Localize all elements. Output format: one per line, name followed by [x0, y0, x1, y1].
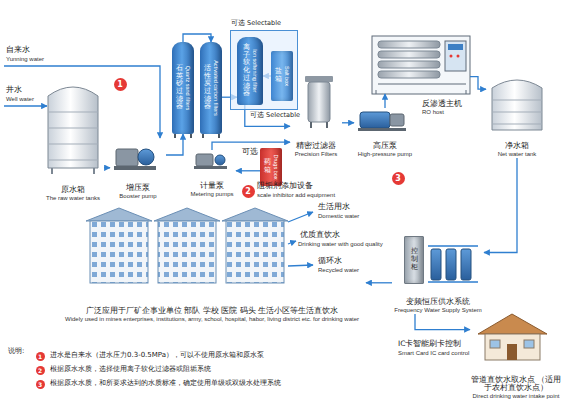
text-label: 自来水: [6, 46, 30, 54]
metering-pump: 计量泵Metering pumps: [188, 150, 236, 198]
ion-softening-filter: 离子软化过滤器Ion softening filter: [237, 37, 263, 105]
frequency-supply-system: 变频恒压供水系统Frequency Water Supply System 控制柜: [392, 232, 484, 314]
node-label: The raw water tanks: [46, 195, 100, 202]
booster-pump: 增压泵Booster pump: [110, 140, 166, 200]
node-label: RO host: [422, 109, 462, 116]
ro-host: 反渗透主机RO host: [372, 36, 470, 94]
text-label: 生活用水: [318, 203, 350, 211]
pipe-connector: [236, 170, 260, 171]
callout-number: 2: [242, 185, 255, 198]
node-label: 计量泵: [200, 182, 224, 191]
node-label: 高压泵: [373, 142, 397, 151]
node-label: Net water tank: [498, 151, 537, 158]
text-label: 可选: [242, 148, 258, 156]
text-label: IC卡智能刷卡控制: [398, 340, 461, 348]
node-label: High-pressure pump: [358, 151, 412, 158]
node-label: 石英砂过滤器: [176, 65, 183, 111]
text-label: 说明:: [8, 348, 24, 356]
callout-number: 1: [36, 352, 45, 361]
node-label: 净水箱: [505, 142, 529, 151]
high-pressure-pump: 高压泵High-pressure pump: [354, 108, 416, 158]
activated-carbon-filter: 活性炭过滤器Activated carbon filters: [200, 42, 222, 134]
salt-box: 盐箱Salt box: [271, 51, 293, 101]
node-label: 管道直饮水取水点 （适用于农村直饮水点）: [470, 376, 562, 393]
rotated-text-holder: Activated carbon filters: [212, 42, 219, 134]
raw-water-tank: 原水箱The raw water tanks: [42, 80, 104, 202]
pipe-connector: [104, 167, 110, 168]
vertical-text-group: 控制柜: [405, 237, 423, 283]
rotated-text-holder: Quartz sand filters: [184, 42, 191, 134]
text-label: Domestic water: [318, 213, 359, 220]
node-label: 原水箱: [61, 186, 85, 195]
node-label: 药箱: [264, 159, 271, 174]
vertical-text-group: 石英砂过滤器Quartz sand filters: [172, 42, 194, 134]
text-label: 阻垢剂添加设备: [257, 182, 313, 190]
text-label: 井水: [6, 86, 22, 94]
node-label: 盐箱: [275, 68, 282, 83]
node-label: Booster pump: [119, 193, 156, 200]
text-label: Recycled water: [318, 267, 359, 274]
text-label: Smart Card IC card control: [398, 350, 469, 357]
node-label: 精密过滤器: [296, 142, 336, 151]
node-label: Precision Filters: [295, 151, 338, 158]
node-label: 增压泵: [126, 184, 150, 193]
text-label: Well water: [6, 96, 34, 103]
node-label: 广泛应用于厂矿企事业单位 部队 学校 医院 码头 生活小区等生活直饮水: [86, 307, 338, 316]
node-label: Metering pumps: [190, 191, 233, 198]
drinking-water-point: 管道直饮水取水点 （适用于农村直饮水点）Direct drinking wate…: [470, 312, 562, 400]
text-label: 根据原水水质，和所要求达到的水质标准，确定使用单级或双级水处理系统: [50, 380, 281, 388]
node-label: Drugs box: [272, 154, 278, 179]
pipe-connector: [183, 34, 211, 42]
node-label: Widely used in mines enterprises, instit…: [65, 316, 359, 323]
text-label: Yunning water: [6, 56, 44, 63]
text-label: Drinking water with good quality: [298, 241, 383, 248]
pipe-connector: [366, 282, 392, 283]
callout-number: 3: [36, 380, 45, 389]
vertical-text-group: 离子软化过滤器Ion softening filter: [237, 37, 263, 105]
node-label: Direct drinking water intake point: [472, 393, 559, 400]
text-label: 根据原水水质，选择使用离子软化过滤器或阻垢系统: [50, 366, 211, 374]
node-label: Quartz sand filters: [184, 66, 190, 111]
vertical-text-group: 活性炭过滤器Activated carbon filters: [200, 42, 222, 134]
text-label: 循环水: [318, 257, 342, 265]
node-label: Frequency Water Supply System: [394, 307, 481, 314]
node-label: 可选 Selectable: [231, 20, 281, 27]
pipe-connector: [342, 122, 354, 123]
selectable-box: 可选 Selectable离子软化过滤器Ion softening filter…: [230, 30, 298, 110]
node-label: 控制柜: [411, 248, 418, 271]
rotated-text-holder: Drugs box: [272, 148, 279, 186]
net-water-tank: 净水箱Net water tank: [486, 72, 548, 158]
pipe-connector: [470, 77, 486, 90]
rotated-text-holder: Salt box: [283, 51, 290, 101]
rotated-text-holder: Ion softening filter: [251, 37, 258, 105]
pipe-connector: [384, 94, 385, 108]
vertical-text-group: 盐箱Salt box: [271, 51, 293, 101]
node-label: Ion softening filter: [251, 49, 257, 92]
node-label: 变频恒压供水系统: [406, 298, 470, 307]
node-label: 离子软化过滤器: [243, 44, 250, 98]
text-label: 可选 Selectable: [250, 112, 300, 119]
control-cabinet: 控制柜: [404, 236, 424, 284]
pipe-connector: [415, 314, 470, 330]
text-label: 优质直饮水: [300, 231, 340, 239]
quartz-sand-filter: 石英砂过滤器Quartz sand filters: [172, 42, 194, 134]
drugs-box: 药箱Drugs box: [260, 148, 282, 186]
callout-number: 2: [36, 366, 45, 375]
callout-number: 1: [114, 78, 127, 91]
node-label: Activated carbon filters: [212, 60, 218, 116]
vertical-text-group: 药箱Drugs box: [260, 148, 282, 186]
caption-group: 反渗透主机RO host: [422, 100, 462, 116]
node-label: 活性炭过滤器: [204, 65, 211, 111]
pipe-connector: [166, 134, 183, 155]
text-label: scale inhibitor add equipment: [257, 192, 335, 199]
text-label: 进水是自来水（进水压力0.3-0.5MPa），可以不使用原水箱和原水泵: [50, 352, 264, 360]
callout-number: 3: [392, 172, 405, 185]
pipe-connector: [484, 158, 517, 253]
node-label: 反渗透主机: [422, 100, 462, 109]
node-label: Salt box: [283, 66, 289, 86]
